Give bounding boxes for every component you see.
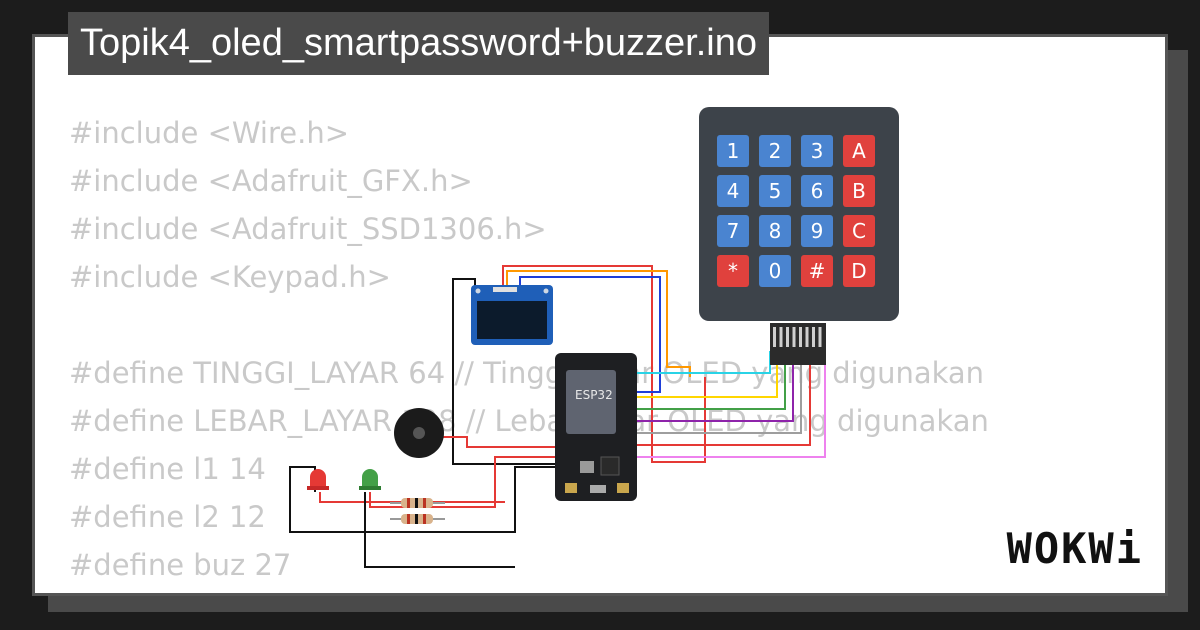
wire-blue: [519, 276, 661, 393]
keypad-key-label: 6: [811, 179, 824, 203]
wire-gnd: [289, 466, 555, 533]
keypad-key-label: B: [852, 179, 866, 203]
led-red[interactable]: [307, 469, 329, 490]
keypad[interactable]: 1 2 3 A 4 5 6 B 7 8 9 C * 0 # D: [699, 107, 899, 365]
wire-gnd-2: [364, 492, 515, 568]
keypad-key-label: 9: [811, 219, 824, 243]
wire-orange: [506, 270, 691, 377]
keypad-key-7[interactable]: 7: [717, 215, 749, 247]
keypad-key-label: *: [728, 259, 738, 283]
keypad-key-label: 5: [769, 179, 782, 203]
keypad-pin: [818, 327, 822, 347]
code-line: #include <Keypad.h>: [69, 260, 391, 294]
keypad-key-label: 2: [769, 139, 782, 163]
resistor-1: [390, 498, 445, 508]
keypad-pin: [812, 327, 815, 347]
keypad-key-label: #: [809, 259, 826, 283]
keypad-key-label: 0: [769, 259, 782, 283]
code-line: #define l1 14: [69, 452, 266, 486]
keypad-key-#[interactable]: #: [801, 255, 833, 287]
keypad-key-label: 4: [727, 179, 740, 203]
wire-red: [502, 265, 706, 463]
keypad-key-A[interactable]: A: [843, 135, 875, 167]
esp32-board[interactable]: ESP32: [555, 353, 637, 501]
code-line: #include <Adafruit_GFX.h>: [69, 164, 473, 198]
keypad-pin: [805, 327, 809, 347]
keypad-key-label: 3: [811, 139, 824, 163]
wokwi-logo: WOKWi: [1006, 524, 1143, 573]
keypad-key-4[interactable]: 4: [717, 175, 749, 207]
wire-red-2: [630, 351, 811, 446]
led-green[interactable]: [359, 469, 381, 490]
wire-pink: [630, 351, 826, 458]
keypad-key-label: 1: [727, 139, 740, 163]
wire-purple: [630, 351, 794, 422]
wire-gray: [630, 351, 802, 434]
keypad-key-label: C: [852, 219, 866, 243]
wire-yellow: [630, 351, 778, 398]
keypad-key-label: A: [852, 139, 866, 163]
keypad-key-0[interactable]: 0: [759, 255, 791, 287]
keypad-key-B[interactable]: B: [843, 175, 875, 207]
wire-green: [630, 351, 786, 410]
keypad-key-label: 8: [769, 219, 782, 243]
code-preview: #include <Wire.h> #include <Adafruit_GFX.…: [69, 109, 989, 589]
project-card[interactable]: #include <Wire.h> #include <Adafruit_GFX.…: [32, 34, 1168, 596]
keypad-pin: [792, 327, 796, 347]
project-title: Topik4_oled_smartpassword+buzzer.ino: [68, 12, 770, 75]
keypad-key-9[interactable]: 9: [801, 215, 833, 247]
oled-display[interactable]: [471, 285, 553, 345]
wire-black: [452, 278, 575, 465]
wire-led2: [369, 456, 555, 508]
keypad-key-1[interactable]: 1: [717, 135, 749, 167]
keypad-pin: [773, 327, 776, 347]
code-line: #include <Adafruit_SSD1306.h>: [69, 212, 547, 246]
resistor-2: [390, 514, 445, 524]
esp32-label: ESP32: [575, 388, 613, 402]
buzzer[interactable]: [394, 408, 444, 458]
code-line: #define buz 27: [69, 548, 292, 582]
keypad-connector: [770, 323, 826, 365]
circuit-diagram: ESP32: [289, 107, 899, 568]
keypad-key-3[interactable]: 3: [801, 135, 833, 167]
keypad-pin: [779, 327, 783, 347]
keypad-key-C[interactable]: C: [843, 215, 875, 247]
keypad-pin: [799, 327, 802, 347]
keypad-key-D[interactable]: D: [843, 255, 875, 287]
keypad-key-*[interactable]: *: [717, 255, 749, 287]
keypad-key-label: D: [851, 259, 866, 283]
keypad-key-5[interactable]: 5: [759, 175, 791, 207]
keypad-key-2[interactable]: 2: [759, 135, 791, 167]
keypad-key-6[interactable]: 6: [801, 175, 833, 207]
keypad-key-8[interactable]: 8: [759, 215, 791, 247]
keypad-key-label: 7: [727, 219, 740, 243]
code-line: #define l2 12: [69, 500, 266, 534]
keypad-pin: [786, 327, 789, 347]
wires: [289, 265, 826, 568]
code-line: #include <Wire.h>: [69, 116, 350, 150]
